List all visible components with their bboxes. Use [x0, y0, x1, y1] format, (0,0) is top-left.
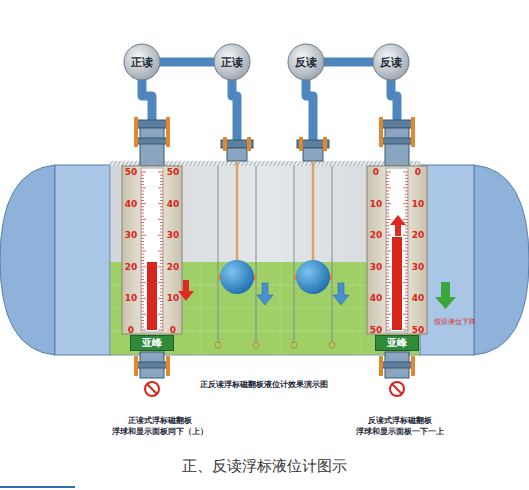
scale-number: 40 [125, 198, 138, 210]
node-text: 亚峰 [376, 337, 418, 349]
scale-number: 20 [167, 261, 180, 273]
reading-badge: 正读 [123, 43, 161, 81]
scale-number: 20 [370, 229, 383, 241]
reading-badge: 反读 [372, 43, 410, 81]
scale-number: 10 [167, 292, 180, 304]
scale-number: 30 [125, 229, 138, 241]
node-text: 反读 [372, 56, 410, 69]
node-text: 亚峰 [131, 337, 173, 349]
note-text: 正读式浮标磁翻板 浮球和显示面板同下（上） [104, 415, 216, 437]
scale-number: 0 [415, 166, 421, 178]
scale-number: 40 [370, 292, 383, 304]
node-text: 正读 [123, 56, 161, 69]
scale-number: 50 [125, 166, 138, 178]
scale-number: 20 [125, 261, 138, 273]
scale-number: 30 [370, 261, 383, 273]
scale-number: 0 [128, 324, 134, 336]
reading-badge: 反读 [287, 43, 325, 81]
scale-number: 10 [412, 198, 425, 210]
scale-number: 50 [370, 324, 383, 336]
node-text: 反读 [287, 56, 325, 69]
figure-caption: 正、反读浮标液位计图示 [182, 457, 347, 476]
figure-title: 正反读浮标磁翻板液位计效果演示图 [200, 379, 328, 390]
scale-number: 30 [412, 261, 425, 273]
note-text: 假设液位下降 [434, 317, 476, 327]
scale-number: 50 [412, 324, 425, 336]
scale-number: 40 [412, 292, 425, 304]
scale-number: 40 [167, 198, 180, 210]
note-text: 反读式浮标磁翻板 浮球和显示面板一下一上 [344, 415, 456, 437]
scale-number: 50 [167, 166, 180, 178]
scale-number: 0 [373, 166, 379, 178]
scale-number: 0 [170, 324, 176, 336]
scale-number: 10 [370, 198, 383, 210]
scale-number: 20 [412, 229, 425, 241]
reading-badge: 正读 [213, 43, 251, 81]
scale-number: 30 [167, 229, 180, 241]
brand-plate: 亚峰 [375, 335, 419, 351]
node-text: 正读 [213, 56, 251, 69]
flap-gauge [122, 117, 182, 396]
flap-gauge [367, 117, 427, 396]
scale-number: 10 [125, 292, 138, 304]
brand-plate: 亚峰 [130, 335, 174, 351]
